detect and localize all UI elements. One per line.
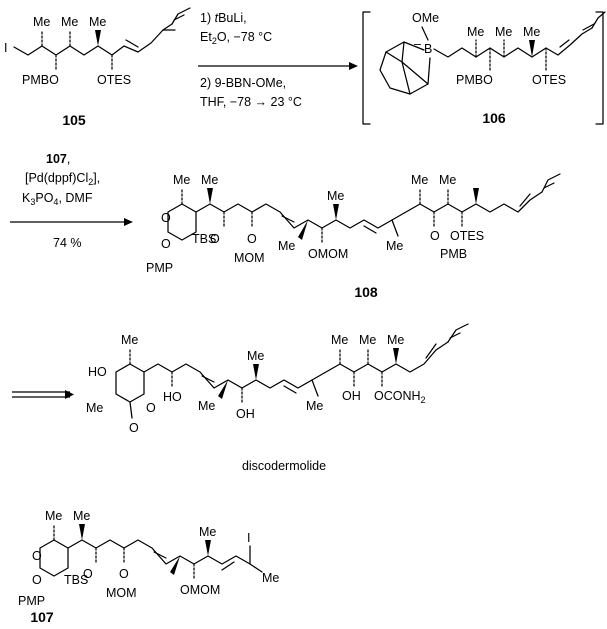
ring-oxygen: O (146, 401, 156, 415)
atom-iodine: I (4, 41, 7, 55)
vinyl-methyl: Me (306, 399, 323, 413)
compound-number-106: 106 (482, 110, 506, 126)
step2-yield: 74 % (53, 236, 82, 250)
compound-107: O O Me PMP Me O TBS O MOM OMOM Me I Me 1… (18, 509, 279, 625)
otes-group: OTES (450, 229, 484, 243)
hydroxyl-right: OH (342, 389, 361, 403)
lactone-methyl: Me (86, 401, 103, 415)
ring-oxygen-2: O (32, 573, 42, 587)
methyl-3: Me (89, 15, 106, 29)
oxygen-pmb: O (430, 229, 440, 243)
discodermolide-name: discodermolide (242, 459, 326, 473)
step-1: 1) tBuLi, Et2O, −78 °C 2) 9-BBN-OMe, THF… (198, 11, 358, 109)
compound-106: OMe B – Me Me Me PMBO OTES 106 (362, 11, 606, 126)
pmb-group: PMB (440, 247, 467, 261)
step1-line4: THF, −78 → 23 °C (200, 95, 302, 109)
methoxy-group: OMe (412, 11, 439, 25)
methyl-3: Me (327, 189, 344, 203)
ring-methyl: Me (121, 333, 138, 347)
multistep-arrow (12, 390, 74, 399)
methyl-2: Me (495, 25, 512, 39)
ring-oxygen-1: O (161, 211, 171, 225)
ring-oxygen-1: O (32, 549, 42, 563)
step1-line3: 2) 9-BBN-OMe, (200, 76, 286, 90)
tbs-group: TBS (64, 573, 88, 587)
otes-group: OTES (532, 73, 566, 87)
mom-group: MOM (106, 586, 137, 600)
compound-number-105: 105 (62, 112, 86, 128)
methyl-1: Me (467, 25, 484, 39)
carbamate-group: OCONH2 (374, 389, 426, 405)
methyl-a: Me (198, 399, 215, 413)
pmp-group: PMP (18, 594, 45, 608)
methyl-2: Me (61, 15, 78, 29)
ring-oxygen-2: O (161, 237, 171, 251)
methyl-mid: Me (278, 239, 295, 253)
otes-group: OTES (97, 73, 131, 87)
discodermolide-structure: HO Me Me O O HO Me OH Me Me Me OH Me OCO… (86, 323, 469, 473)
step2-base: K3PO4, DMF (22, 191, 93, 207)
omom-group: OMOM (180, 583, 220, 597)
methyl-3: Me (523, 25, 540, 39)
methyl-4: Me (411, 173, 428, 187)
methyl-b: Me (247, 349, 264, 363)
pmbo-group: PMBO (22, 73, 59, 87)
pmp-group: PMP (146, 261, 173, 275)
vinyl-iodine: I (247, 531, 250, 545)
step1-line2: Et2O, −78 °C (200, 30, 272, 46)
methyl-2: Me (73, 509, 90, 523)
vinyl-methyl: Me (386, 239, 403, 253)
methyl-5: Me (439, 173, 456, 187)
bracket-right (595, 11, 604, 125)
mom-group: MOM (234, 251, 265, 265)
hydroxyl-ring: HO (88, 365, 107, 379)
oxygen-mom: O (247, 232, 257, 246)
methyl-1: Me (33, 15, 50, 29)
methyl-c: Me (331, 333, 348, 347)
bracket-left (362, 11, 371, 125)
boron-atom: B (424, 42, 432, 56)
vinyl-methyl: Me (262, 571, 279, 585)
compound-number-107: 107 (30, 609, 54, 625)
step-2: 107, [Pd(dppf)Cl2], K3PO4, DMF 74 % (10, 152, 133, 250)
hydroxyl-2: HO (163, 390, 182, 404)
tbs-group: TBS (192, 232, 216, 246)
methyl-2: Me (201, 173, 218, 187)
methyl-3: Me (199, 525, 216, 539)
compound-number-108: 108 (354, 284, 378, 300)
boron-charge: – (414, 37, 421, 51)
compound-108: O O Me PMP Me O TBS O MOM Me OMOM Me Me … (146, 173, 561, 300)
oxygen-tbs: O (83, 567, 93, 581)
carbonyl-oxygen: O (129, 421, 139, 435)
step1-line1: 1) tBuLi, (200, 11, 247, 25)
ring-methyl: Me (45, 509, 62, 523)
oxygen-tbs: O (210, 232, 220, 246)
step2-catalyst: [Pd(dppf)Cl2], (25, 171, 100, 187)
step2-reagent: 107, (46, 152, 70, 166)
ring-methyl: Me (173, 173, 190, 187)
pmbo-group: PMBO (456, 73, 493, 87)
omom-group: OMOM (308, 247, 348, 261)
hydroxyl-low: OH (236, 407, 255, 421)
oxygen-mom: O (119, 567, 129, 581)
methyl-d: Me (359, 333, 376, 347)
methyl-e: Me (387, 333, 404, 347)
compound-105: I Me Me Me PMBO OTES 105 (4, 7, 191, 128)
